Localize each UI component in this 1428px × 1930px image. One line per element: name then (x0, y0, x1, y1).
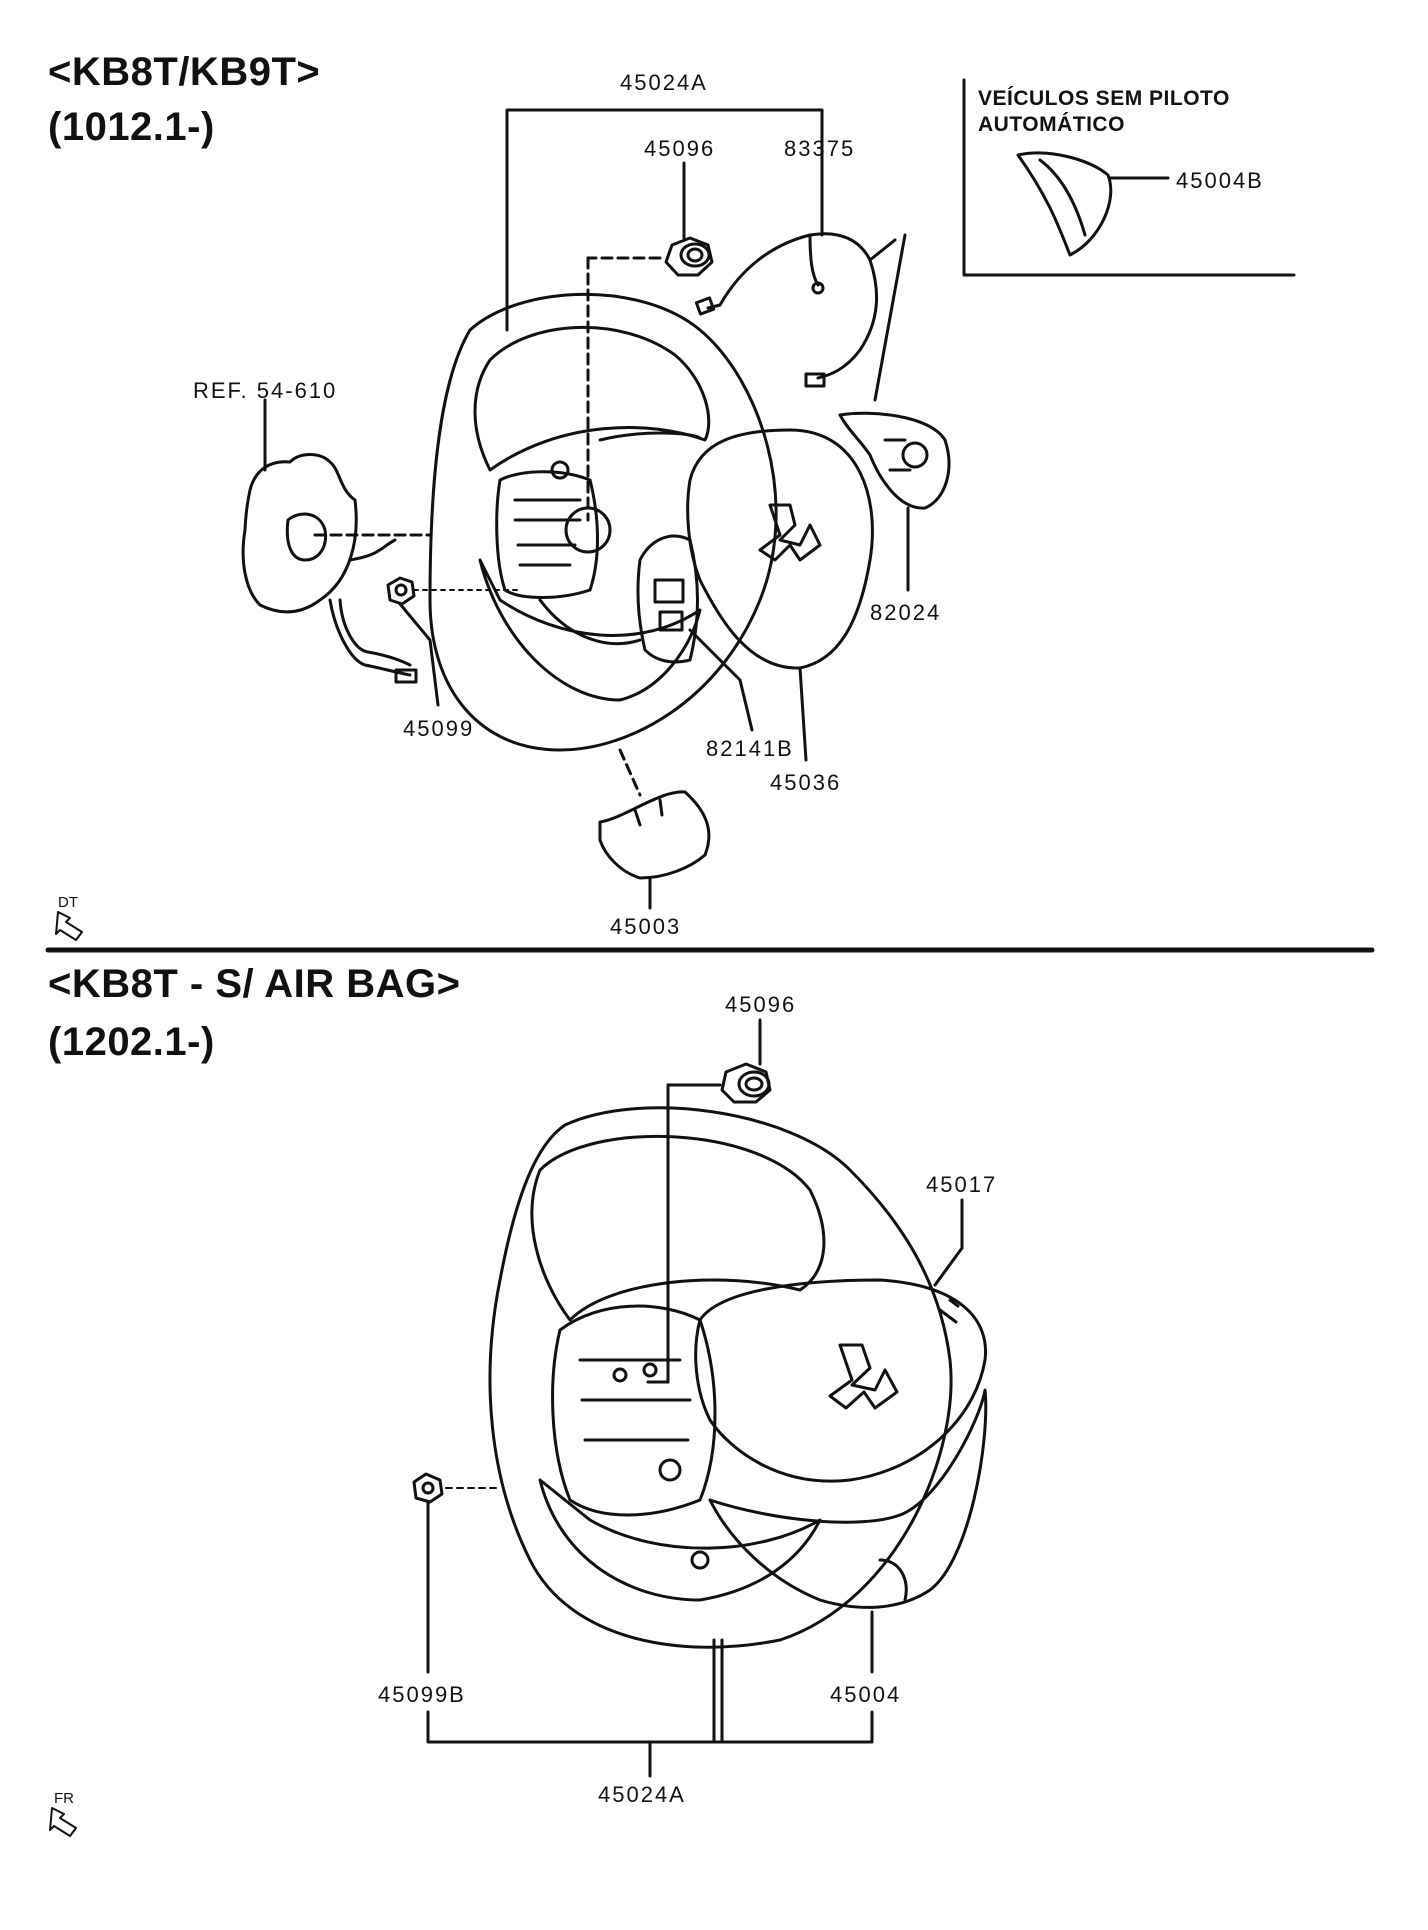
label-45003: 45003 (610, 914, 682, 939)
section1-subtitle: (1012.1-) (48, 105, 215, 149)
label-45004: 45004 (830, 1682, 902, 1707)
steering-wheel-top (428, 292, 778, 752)
leader-45036 (798, 666, 808, 762)
section2-subtitle: (1202.1-) (48, 1020, 215, 1064)
label-83375: 83375 (784, 136, 856, 161)
label-45024a-top: 45024A (620, 70, 708, 95)
label-45099b: 45099B (378, 1682, 466, 1707)
screw-45099 (386, 576, 521, 606)
label-45099: 45099 (403, 716, 475, 741)
leader-45024a-top (505, 108, 824, 332)
lower-cover (598, 748, 711, 880)
lower-cover-45004 (708, 1388, 988, 1609)
inset-note-line1: VEÍCULOS SEM PILOTO (978, 87, 1230, 110)
clock-spring (241, 453, 418, 684)
inset-cover-45004b (1016, 151, 1170, 257)
leader-83375 (820, 148, 907, 402)
direction-arrow-dt (55, 911, 83, 941)
label-82141b: 82141B (706, 736, 794, 761)
section1-title: <KB8T/KB9T> (48, 50, 321, 94)
leader-45096-bottom (646, 1018, 762, 1384)
label-45017: 45017 (926, 1172, 998, 1197)
leader-82141b (688, 628, 754, 732)
inset-box (962, 78, 1296, 277)
section2-title: <KB8T - S/ AIR BAG> (48, 962, 461, 1006)
direction-arrow-fr (49, 1807, 77, 1837)
label-45096-top: 45096 (644, 136, 716, 161)
direction-label-fr: FR (54, 1790, 74, 1807)
leader-ref-54-610 (263, 398, 432, 537)
label-45024a-bottom: 45024A (598, 1782, 686, 1807)
steering-wheel-bottom (488, 1106, 953, 1649)
leader-45017 (933, 1198, 964, 1287)
label-82024: 82024 (870, 600, 942, 625)
screw-45099b (412, 1472, 501, 1504)
leader-45099 (398, 602, 440, 707)
label-45096-bottom: 45096 (725, 992, 797, 1017)
left-switch (636, 534, 699, 664)
wiring-harness (694, 232, 897, 388)
horn-pad (694, 1278, 988, 1483)
label-45036: 45036 (770, 770, 842, 795)
right-switch (838, 411, 951, 510)
leader-45096-top (586, 161, 686, 522)
label-45004b: 45004B (1176, 168, 1264, 193)
inset-note-line2: AUTOMÁTICO (978, 113, 1125, 136)
airbag-module (686, 428, 874, 670)
nut-45096-top (664, 236, 714, 277)
bracket-45024a-bottom (426, 1638, 874, 1778)
direction-label-dt: DT (58, 894, 78, 911)
nut-45096-bottom (720, 1062, 772, 1104)
